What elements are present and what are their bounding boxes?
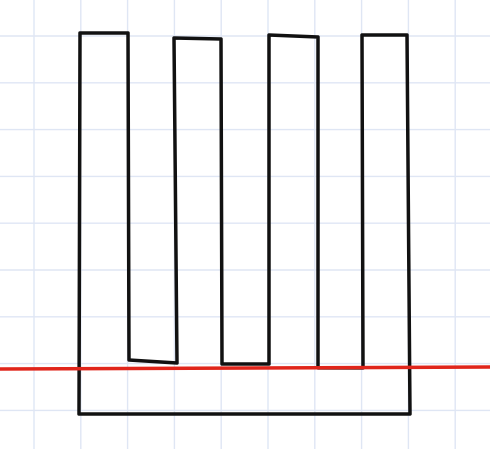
- red-horizontal-line: [0, 365, 490, 371]
- comb-outline-path: [77, 31, 412, 416]
